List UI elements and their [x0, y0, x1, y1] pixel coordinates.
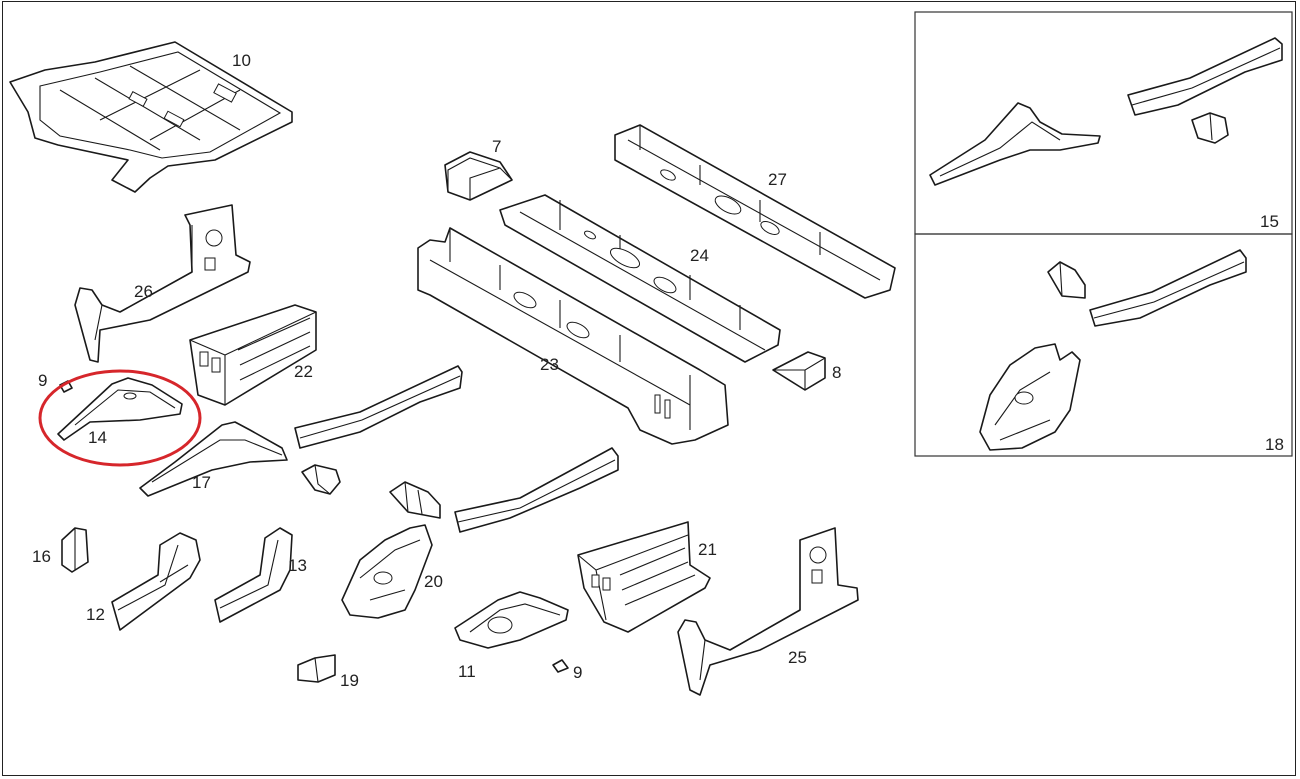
part-23-main-rail[interactable]	[417, 227, 729, 445]
part-8-bracket[interactable]	[772, 351, 826, 391]
part-channel-lower[interactable]	[454, 447, 619, 533]
label-21: 21	[698, 540, 717, 559]
label-14: 14	[88, 428, 107, 447]
label-15: 15	[1260, 212, 1279, 231]
label-9-upper: 9	[38, 371, 47, 390]
label-22: 22	[294, 362, 313, 381]
part-22-box-section[interactable]	[189, 304, 317, 406]
part-24-cross-member[interactable]	[499, 194, 781, 363]
part-13-brace[interactable]	[214, 527, 293, 623]
part-16-bracket[interactable]	[61, 527, 89, 573]
part-19-bracket[interactable]	[297, 654, 336, 683]
label-7: 7	[492, 137, 501, 156]
inset-box-18	[914, 233, 1293, 457]
label-9-lower: 9	[573, 663, 582, 682]
label-12: 12	[86, 605, 105, 624]
label-10: 10	[232, 51, 251, 70]
part-20-wheelhouse[interactable]	[341, 524, 433, 619]
label-8: 8	[832, 363, 841, 382]
label-19: 19	[340, 671, 359, 690]
part-9-clip-lower[interactable]	[552, 659, 569, 673]
label-13: 13	[288, 556, 307, 575]
inset-box-15	[914, 11, 1293, 235]
inset-18-parts[interactable]	[979, 249, 1247, 451]
part-26-sill-panel[interactable]	[74, 204, 251, 363]
part-11-floor-section[interactable]	[454, 591, 569, 649]
label-26: 26	[134, 282, 153, 301]
label-24: 24	[690, 246, 709, 265]
part-17-arm-bracket[interactable]	[139, 421, 288, 497]
label-20: 20	[424, 572, 443, 591]
part-small-bracket-a[interactable]	[301, 464, 341, 495]
label-18: 18	[1265, 435, 1284, 454]
part-14-gusset[interactable]	[57, 377, 183, 441]
part-10-floor-panel[interactable]	[9, 41, 293, 193]
label-23: 23	[540, 355, 559, 374]
label-16: 16	[32, 547, 51, 566]
highlight-circle	[38, 369, 202, 467]
part-channel-upper[interactable]	[294, 365, 463, 449]
label-25: 25	[788, 648, 807, 667]
part-small-bracket-b[interactable]	[389, 481, 441, 519]
label-17: 17	[192, 473, 211, 492]
part-27-cross-member[interactable]	[614, 124, 896, 299]
part-21-box-section[interactable]	[577, 521, 711, 633]
label-27: 27	[768, 170, 787, 189]
part-7-bracket[interactable]	[444, 151, 513, 201]
inset-15-parts[interactable]	[929, 37, 1283, 186]
label-11: 11	[458, 662, 476, 681]
part-12-brace[interactable]	[111, 532, 201, 631]
part-25-sill-panel[interactable]	[677, 527, 859, 696]
